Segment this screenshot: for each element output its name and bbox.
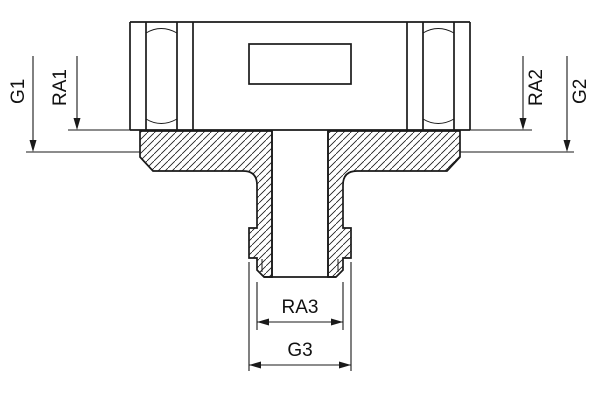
g2-arrowhead	[563, 140, 571, 152]
ra2-arrowhead	[519, 118, 527, 130]
branch-bore-lines	[271, 131, 329, 277]
dimension-ra3: RA3	[256, 282, 344, 330]
g1-label: G1	[8, 79, 29, 104]
g3-arrowhead-right	[339, 361, 351, 369]
body-outline	[129, 21, 471, 131]
dimension-ra1: RA1	[50, 56, 130, 131]
thread-minor-lines	[261, 259, 339, 272]
ra3-label: RA3	[282, 297, 319, 318]
center-boss-rectangle	[248, 43, 352, 85]
ra1-arrowhead	[73, 118, 81, 130]
g3-extension-lines	[248, 262, 352, 371]
dimension-g2: G2	[460, 56, 591, 153]
right-hex-chamfer-arcs	[422, 28, 455, 124]
g3-arrowhead-left	[249, 361, 261, 369]
hatched-section-left	[139, 130, 273, 278]
ra3-arrowhead-left	[257, 318, 269, 326]
left-hex-chamfer-arcs	[145, 28, 178, 124]
g1-arrowhead	[29, 140, 37, 152]
right-hex-nut	[406, 22, 455, 130]
dimension-g3: G3	[248, 262, 352, 371]
ra3-arrowhead-right	[331, 318, 343, 326]
fitting-body	[129, 21, 471, 278]
dimension-ra2: RA2	[470, 56, 547, 131]
g2-label: G2	[570, 79, 591, 104]
dimension-g1: G1	[8, 56, 140, 153]
left-hex-nut	[145, 22, 194, 130]
hatched-section-right	[327, 130, 461, 278]
ra1-label: RA1	[50, 69, 71, 106]
g3-label: G3	[287, 340, 312, 361]
ra2-label: RA2	[526, 69, 547, 106]
